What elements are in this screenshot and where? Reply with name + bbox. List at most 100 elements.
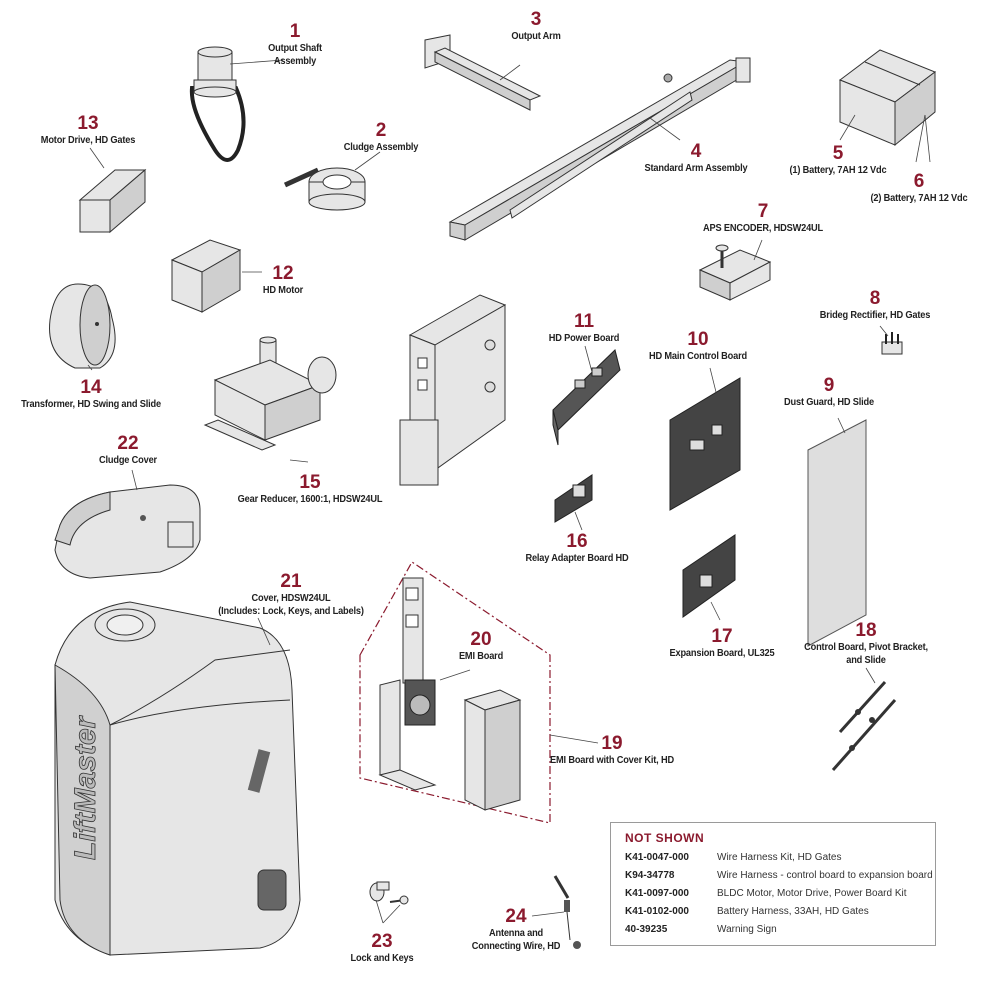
- part-label: Gear Reducer, 1600:1, HDSW24UL: [237, 493, 383, 505]
- main-cover-illustration: LiftMaster: [54, 601, 301, 956]
- part-label: Cludge Cover: [99, 454, 157, 466]
- transformer-illustration: [49, 283, 116, 371]
- callout-part-18: 18 Control Board, Pivot Bracket, and Sli…: [796, 621, 937, 667]
- part-description: BLDC Motor, Motor Drive, Power Board Kit: [717, 888, 907, 899]
- part-number: 21: [280, 571, 302, 592]
- callout-part-22: 22 Cludge Cover: [95, 434, 161, 467]
- part-number: 5: [832, 143, 844, 164]
- part-label: EMI Board with Cover Kit, HD: [550, 754, 674, 766]
- output-arm-illustration: [424, 34, 542, 111]
- callout-part-10: 10 HD Main Control Board: [642, 330, 753, 363]
- part-label: Cludge Assembly: [343, 141, 419, 153]
- standard-arm-assembly-illustration: [448, 57, 751, 241]
- part-label: Transformer, HD Swing and Slide: [21, 398, 161, 410]
- part-number: 19: [601, 733, 623, 754]
- part-label: Control Board, Pivot Bracket,: [804, 641, 928, 653]
- part-number: 20: [470, 629, 492, 650]
- callout-part-6: 6 (2) Battery, 7AH 12 Vdc: [864, 172, 974, 205]
- part-label: APS ENCODER, HDSW24UL: [702, 222, 824, 234]
- callout-part-14: 14 Transformer, HD Swing and Slide: [12, 378, 171, 411]
- part-number: 8: [869, 288, 881, 309]
- part-label: Relay Adapter Board HD: [525, 552, 629, 564]
- part-label: (1) Battery, 7AH 12 Vdc: [789, 164, 887, 176]
- callout-part-5: 5 (1) Battery, 7AH 12 Vdc: [783, 144, 893, 177]
- callout-part-21: 21 Cover, HDSW24UL (Includes: Lock, Keys…: [208, 572, 373, 618]
- emi-board-kit-illustration: [359, 561, 599, 824]
- legend-title: NOT SHOWN: [625, 831, 705, 845]
- part-number: 16: [566, 531, 588, 552]
- cludge-assembly-illustration: [283, 151, 381, 211]
- callout-part-24: 24 Antenna and Connecting Wire, HD: [466, 907, 567, 953]
- part-description: Wire Harness - control board to expansio…: [717, 870, 933, 881]
- callout-part-12: 12 HD Motor: [260, 264, 306, 297]
- callout-part-20: 20 EMI Board: [456, 630, 506, 663]
- part-number: 6: [913, 171, 925, 192]
- part-number: 4: [690, 141, 702, 162]
- callout-part-17: 17 Expansion Board, UL325: [662, 627, 781, 660]
- callout-part-4: 4 Standard Arm Assembly: [638, 142, 755, 175]
- antenna-illustration: [531, 875, 581, 949]
- part-number: 13: [77, 113, 99, 134]
- callout-part-13: 13 Motor Drive, HD Gates: [34, 114, 141, 147]
- part-number: 14: [80, 377, 102, 398]
- part-label: Standard Arm Assembly: [644, 162, 748, 174]
- part-number: 1: [289, 21, 301, 42]
- part-number: 15: [299, 472, 321, 493]
- part-code: K41-0097-000: [625, 888, 689, 899]
- bridge-rectifier-illustration: [879, 325, 903, 355]
- callout-part-2: 2 Cludge Assembly: [339, 121, 424, 154]
- part-label: HD Motor: [262, 284, 304, 296]
- part-label: Brideg Rectifier, HD Gates: [819, 309, 931, 321]
- liftmaster-logo: LiftMaster: [69, 714, 102, 860]
- output-shaft-assembly-illustration: [189, 46, 284, 162]
- part-code: K41-0102-000: [625, 906, 689, 917]
- part-label: Dust Guard, HD Slide: [784, 396, 874, 408]
- callout-part-1: 1 Output Shaft Assembly: [264, 22, 325, 68]
- motor-drive-illustration: [78, 147, 147, 234]
- lock-and-keys-illustration: [369, 881, 409, 924]
- callout-part-23: 23 Lock and Keys: [346, 932, 418, 965]
- callout-part-3: 3 Output Arm: [508, 10, 564, 43]
- part-label: Expansion Board, UL325: [669, 647, 775, 659]
- cludge-cover-illustration: [54, 469, 201, 579]
- hd-main-control-board-illustration: [669, 367, 741, 511]
- part-label: Cover, HDSW24UL: [251, 592, 331, 604]
- callout-part-9: 9 Dust Guard, HD Slide: [778, 376, 880, 409]
- aps-encoder-illustration: [698, 239, 772, 301]
- callout-part-11: 11 HD Power Board: [544, 312, 624, 345]
- callout-part-15: 15 Gear Reducer, 1600:1, HDSW24UL: [228, 473, 392, 506]
- part-label: Output Arm: [511, 30, 561, 42]
- legend-row: K41-0102-000 Battery Harness, 33AH, HD G…: [625, 903, 935, 921]
- part-number: 12: [272, 263, 294, 284]
- callout-part-7: 7 APS ENCODER, HDSW24UL: [695, 202, 831, 235]
- part-label: HD Power Board: [548, 332, 620, 344]
- part-code: 40-39235: [625, 924, 668, 935]
- part-code: K41-0047-000: [625, 852, 689, 863]
- not-shown-legend: NOT SHOWN K41-0047-000 Wire Harness Kit,…: [610, 822, 936, 946]
- part-description: Wire Harness Kit, HD Gates: [717, 852, 842, 863]
- hd-motor-illustration: [170, 239, 262, 313]
- legend-row: K41-0097-000 BLDC Motor, Motor Drive, Po…: [625, 885, 935, 903]
- legend-row: 40-39235 Warning Sign: [625, 921, 935, 939]
- part-description: Warning Sign: [717, 924, 777, 935]
- part-label: HD Main Control Board: [649, 350, 747, 362]
- part-label: Connecting Wire, HD: [471, 940, 561, 952]
- part-label: Motor Drive, HD Gates: [40, 134, 136, 146]
- relay-adapter-board-illustration: [554, 474, 593, 531]
- dust-guard-illustration: [807, 417, 867, 647]
- expansion-board-illustration: [682, 534, 736, 621]
- part-number: 11: [573, 311, 595, 332]
- part-number: 23: [371, 931, 393, 952]
- part-number: 9: [823, 375, 835, 396]
- part-number: 3: [530, 9, 542, 30]
- part-label: EMI Board: [458, 650, 504, 662]
- callout-part-8: 8 Brideg Rectifier, HD Gates: [812, 289, 938, 322]
- part-label: and Slide: [846, 654, 886, 666]
- part-label: Assembly: [273, 55, 317, 67]
- part-label: Output Shaft: [268, 42, 322, 54]
- part-label: (Includes: Lock, Keys, and Labels): [218, 605, 364, 617]
- part-number: 17: [711, 626, 733, 647]
- part-description: Battery Harness, 33AH, HD Gates: [717, 906, 869, 917]
- part-label: Lock and Keys: [350, 952, 414, 964]
